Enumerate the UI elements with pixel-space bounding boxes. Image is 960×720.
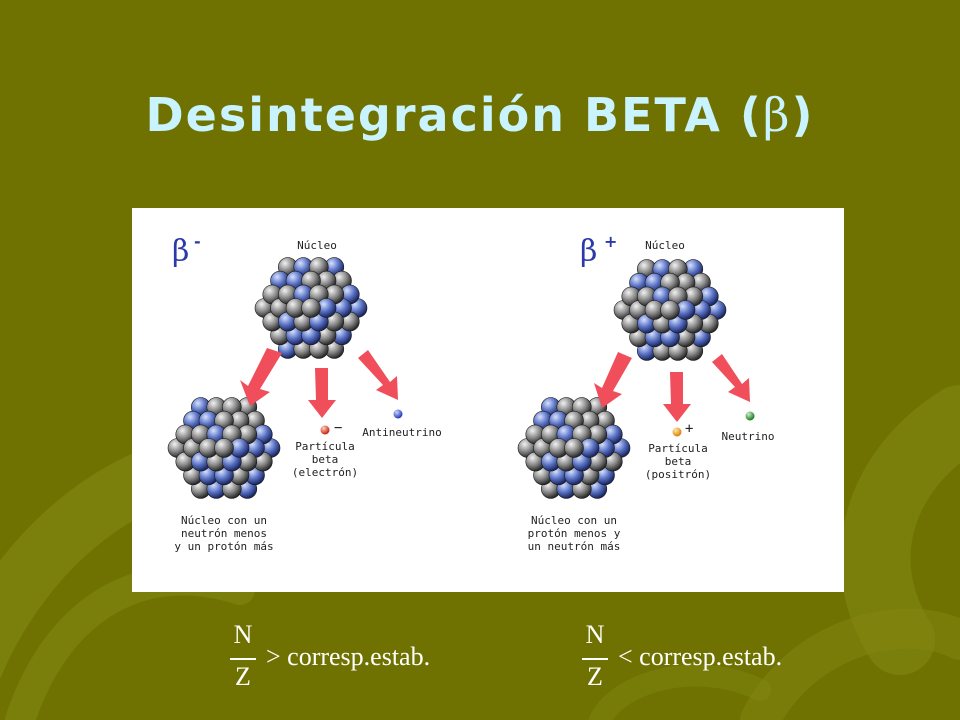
- ratio-numerator-right: N: [585, 620, 605, 649]
- beta-plus-symbol: β: [580, 234, 598, 269]
- title-beta-symbol: β: [762, 88, 792, 142]
- nucleus-top-right: [613, 259, 727, 361]
- beta-minus-sign: -: [194, 232, 201, 251]
- decay-arrows: [240, 348, 750, 422]
- arrow-left-down-right: [358, 350, 398, 400]
- relation-left: > corresp.estab.: [266, 642, 431, 671]
- nucleon: [301, 298, 321, 318]
- nucleus-label-right: Núcleo: [645, 239, 685, 252]
- ratio-denominator-left: Z: [235, 662, 251, 691]
- title-text: Desintegración BETA: [145, 88, 722, 142]
- nucleus-bottom-left: [167, 397, 281, 499]
- arrow-right-down: [663, 372, 691, 422]
- electron-particle: [320, 425, 330, 435]
- fraction-bar-left: [230, 658, 256, 660]
- antineutrino-label: Antineutrino: [362, 426, 442, 439]
- result-label-left: Núcleo con un neutrón menos y un protón …: [174, 514, 274, 553]
- decay-diagram: [167, 257, 755, 499]
- arrow-right-down-right: [712, 354, 750, 402]
- nucleus-bottom-right: [517, 397, 631, 499]
- formula-beta-minus: N Z > corresp.estab.: [228, 620, 478, 710]
- result-label-right: Núcleo con un protón menos y un neutrón …: [527, 514, 621, 553]
- positron-particle: [672, 427, 682, 437]
- beta-plus-sign: +: [604, 232, 618, 251]
- neutrino-particle: [745, 411, 755, 421]
- nucleus-top-left: [254, 257, 368, 359]
- neutrino-label: Neutrino: [721, 430, 775, 443]
- slide-title: Desintegración BETA (β): [0, 88, 960, 142]
- nucleon: [660, 300, 680, 320]
- title-paren-open: (: [739, 88, 763, 142]
- formula-beta-plus: N Z < corresp.estab.: [580, 620, 840, 710]
- relation-right: < corresp.estab.: [618, 642, 783, 671]
- arrow-left-down: [308, 368, 336, 418]
- diagram-panel: β - β + Núcleo Núcleo − + Partícula beta…: [132, 208, 844, 592]
- nucleon: [214, 438, 234, 458]
- electron-label: Partícula beta (electrón): [291, 440, 359, 479]
- arrow-right-down-left: [594, 352, 632, 408]
- fraction-bar-right: [582, 658, 608, 660]
- nucleus-label-left: Núcleo: [297, 239, 337, 252]
- ratio-numerator-left: N: [233, 620, 253, 649]
- arrow-left-down-left: [240, 348, 282, 406]
- electron-sign: −: [334, 420, 343, 436]
- ratio-denominator-right: Z: [587, 662, 603, 691]
- positron-label: Partícula beta (positrón): [644, 442, 712, 481]
- antineutrino-particle: [393, 409, 403, 419]
- title-paren-close: ): [791, 88, 815, 142]
- beta-minus-symbol: β: [172, 234, 190, 269]
- nucleon: [564, 438, 584, 458]
- positron-sign: +: [685, 421, 694, 437]
